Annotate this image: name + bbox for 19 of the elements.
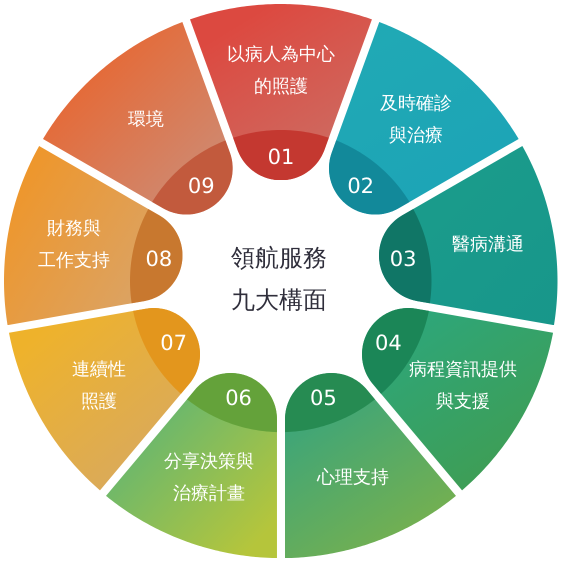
- segment-text: 分享決策與治療計畫: [164, 450, 254, 506]
- step-number: 09: [188, 174, 215, 198]
- step-number: 02: [347, 174, 374, 198]
- step-number: 08: [146, 247, 172, 272]
- step-number: 03: [390, 247, 416, 272]
- segment-text: 連續性照護: [72, 358, 126, 414]
- segment-text: 醫病溝通: [452, 232, 524, 257]
- segment-text: 病程資訊提供與支援: [408, 358, 517, 414]
- segment-text: 及時確診與治療: [380, 92, 452, 148]
- diagram-title: 領航服務九大構面: [231, 243, 327, 316]
- segment-text: 環境: [128, 108, 164, 132]
- segment-text: 財務與工作支持: [38, 216, 110, 273]
- segment-text: 心理支持: [316, 466, 389, 490]
- segment-text: 以病人為中心的照護: [226, 42, 335, 99]
- step-number: 06: [225, 386, 252, 410]
- step-number: 04: [375, 330, 402, 355]
- step-number: 05: [310, 386, 337, 410]
- step-number: 07: [160, 330, 187, 355]
- step-number: 01: [268, 144, 294, 169]
